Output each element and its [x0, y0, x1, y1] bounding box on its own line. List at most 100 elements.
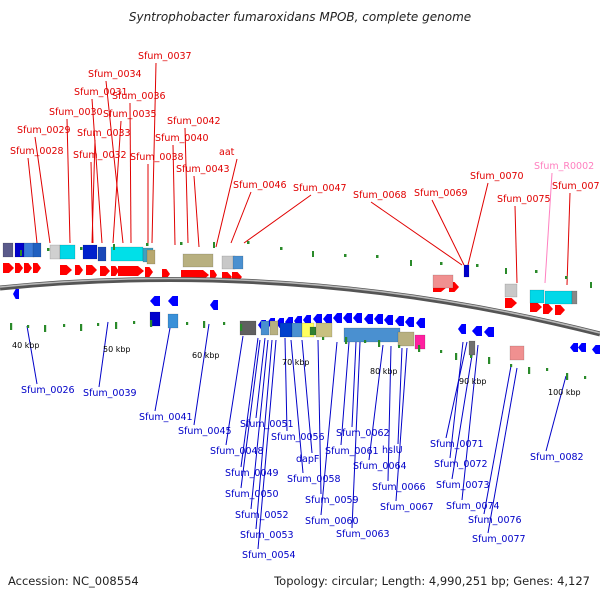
minor-tick-bottom — [97, 323, 100, 326]
minor-tick-bottom — [440, 350, 443, 353]
top-gene-label: Sfum_0040 — [155, 133, 209, 144]
leader-line-bottom — [449, 341, 464, 459]
forward-gene-arrow — [543, 304, 553, 314]
reverse-gene-arrow — [13, 289, 19, 299]
top-gene-label: Sfum_0031 — [74, 87, 128, 98]
leader-line-top — [193, 175, 200, 248]
gene-annotation-box — [23, 242, 35, 258]
gene-annotation-box — [167, 313, 179, 329]
gene-annotation-box — [529, 289, 545, 304]
minor-tick-bottom — [528, 367, 531, 374]
reverse-gene-arrow — [323, 314, 332, 324]
leader-line-top — [90, 161, 94, 244]
bottom-gene-label: Sfum_0063 — [336, 529, 390, 540]
forward-gene-arrow — [33, 263, 41, 273]
bottom-gene-label: Sfum_0059 — [305, 495, 359, 506]
leader-line-bottom — [451, 342, 475, 480]
reverse-gene-arrow — [313, 314, 322, 324]
leader-line-bottom — [240, 339, 261, 489]
reverse-gene-arrow — [405, 317, 414, 327]
bottom-gene-label: Sfum_0067 — [380, 502, 434, 513]
reverse-gene-arrow — [484, 327, 494, 337]
leader-line-bottom — [240, 337, 259, 468]
leader-line-bottom — [98, 321, 109, 388]
minor-tick-bottom — [133, 321, 136, 324]
minor-tick-top — [440, 262, 443, 265]
forward-gene-arrow — [145, 267, 153, 277]
bottom-gene-label: Sfum_0051 — [240, 419, 294, 430]
top-gene-label: Sfum_0069 — [414, 188, 468, 199]
leader-line-bottom — [255, 337, 266, 419]
leader-line-top — [243, 194, 312, 244]
gene-annotation-box — [49, 244, 61, 260]
minor-tick-top — [247, 241, 250, 244]
minor-tick-bottom — [455, 353, 458, 360]
bottom-gene-label: Sfum_0056 — [271, 432, 325, 443]
top-gene-label: Sfum_0034 — [88, 69, 142, 80]
minor-tick-bottom — [203, 321, 206, 328]
leader-line-top — [129, 102, 132, 244]
leader-line-bottom — [351, 341, 357, 428]
minor-tick-bottom — [150, 320, 153, 327]
top-gene-label: Sfum_0029 — [17, 125, 71, 136]
reverse-gene-arrow — [578, 343, 586, 352]
bottom-gene-label: Sfum_0053 — [240, 530, 294, 541]
gene-annotation-box — [232, 255, 244, 270]
leader-line-top — [230, 191, 252, 244]
coordinate-tick-label: 70 kbp — [282, 358, 310, 367]
leader-line-bottom — [250, 339, 269, 510]
leader-line-bottom — [340, 341, 350, 446]
leader-line-top — [172, 144, 176, 246]
leader-line-bottom — [351, 341, 361, 529]
gene-annotation-box — [544, 290, 573, 305]
reverse-gene-arrow — [364, 314, 373, 324]
genome-title: Syntrophobacter fumaroxidans MPOB, compl… — [128, 10, 472, 24]
leader-line-bottom — [387, 345, 392, 482]
forward-gene-arrow — [86, 265, 97, 275]
leader-line-bottom — [257, 339, 277, 550]
gene-annotation-box — [432, 274, 454, 289]
top-gene-label: Sfum_0042 — [167, 116, 221, 127]
bottom-gene-label: Sfum_0039 — [83, 388, 137, 399]
leader-line-top — [514, 205, 518, 284]
bottom-gene-label: Sfum_0050 — [225, 489, 279, 500]
gene-annotation-box — [2, 242, 14, 258]
forward-gene-arrow — [162, 269, 170, 279]
top-gene-label: Sfum_0032 — [73, 150, 127, 161]
coordinate-tick-label: 90 kbp — [459, 377, 487, 386]
top-gene-label: Sfum_0028 — [10, 146, 64, 157]
bottom-gene-label: Sfum_0052 — [235, 510, 289, 521]
gene-annotation-box — [14, 242, 25, 258]
top-gene-label: Sfum_0075 — [497, 194, 551, 205]
leader-line-top — [66, 118, 71, 244]
minor-tick-top — [565, 276, 568, 279]
bottom-gene-label: Sfum_0048 — [210, 446, 264, 457]
minor-tick-top — [535, 270, 538, 273]
coordinate-tick-label: 50 kbp — [103, 345, 131, 354]
minor-tick-bottom — [186, 322, 189, 325]
bottom-gene-label: dapF — [296, 454, 319, 465]
gene-annotation-box — [82, 244, 98, 260]
minor-tick-bottom — [566, 373, 569, 380]
reverse-gene-arrow — [343, 313, 352, 323]
forward-gene-arrow — [60, 265, 72, 275]
minor-tick-top — [146, 243, 149, 246]
bottom-gene-label: Sfum_0072 — [434, 459, 488, 470]
gene-annotation-box — [110, 246, 144, 262]
minor-tick-bottom — [322, 337, 325, 340]
forward-gene-arrow — [505, 298, 517, 308]
minor-tick-bottom — [27, 325, 30, 328]
minor-tick-bottom — [488, 357, 491, 364]
gene-annotation-box — [269, 320, 279, 336]
gene-annotation-box — [97, 246, 107, 262]
minor-tick-top — [213, 242, 215, 248]
gene-labels: Sfum_0037Sfum_0034Sfum_0031Sfum_0036Sfum… — [10, 51, 600, 561]
bottom-gene-label: Sfum_0061 — [325, 446, 379, 457]
minor-tick-bottom — [80, 324, 83, 331]
reverse-gene-arrow — [570, 343, 578, 352]
reverse-gene-arrow — [150, 296, 160, 306]
top-gene-label: Sfum_0035 — [103, 109, 157, 120]
minor-tick-bottom — [470, 355, 473, 358]
minor-tick-top — [180, 242, 183, 245]
